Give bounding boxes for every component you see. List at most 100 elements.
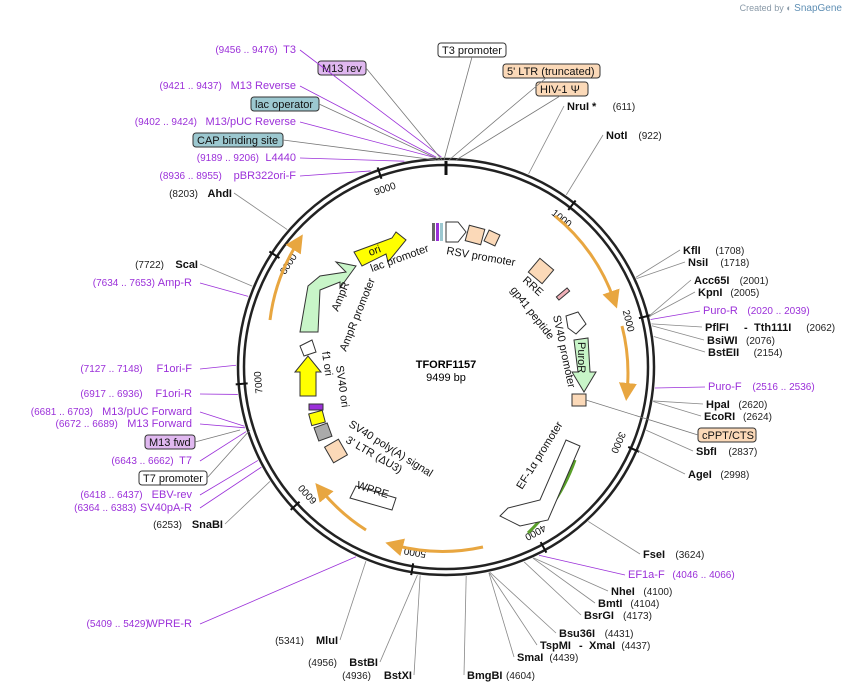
primer-pos: (2020 .. 2039): [747, 306, 809, 317]
enzyme-pos: (8203): [169, 189, 198, 200]
enzyme-kfli: KflI: [683, 245, 701, 257]
primer-puro-r: Puro-R: [703, 305, 738, 317]
primer-pos: (6917 .. 6936): [80, 389, 142, 400]
label-sv40-ori: SV40 ori: [333, 365, 351, 408]
enzyme-leader: [653, 400, 704, 405]
enzyme-leader: [651, 323, 703, 328]
enzyme-pos: (2624): [743, 412, 772, 423]
ampr-promoter-block: [299, 339, 317, 357]
text-cap-site: CAP binding site: [197, 135, 278, 147]
text-lac-operator: lac operator: [255, 99, 313, 111]
feature-leader: [318, 103, 441, 161]
enzyme-nsii: NsiI: [688, 257, 708, 269]
primer-pos: (9456 .. 9476): [215, 45, 277, 56]
credit-prefix: Created by: [739, 3, 784, 13]
primer-leader: [299, 157, 405, 162]
primer-leader: [299, 85, 437, 158]
enzyme-pos: (4604): [506, 671, 535, 682]
enzyme-pos: (4104): [630, 599, 659, 610]
text-hiv-psi: HIV-1 Ψ: [540, 84, 580, 96]
m13-block: [436, 223, 439, 241]
label-rsv-promoter: RSV promoter: [445, 245, 516, 269]
box-hiv-psi: [535, 81, 589, 97]
primer-ef1a-f: EF1a-F: [628, 569, 665, 581]
primer-leader: [299, 170, 371, 177]
primer-sv40pa-r: SV40pA-R: [140, 502, 192, 514]
primer-amp-r: Amp-R: [158, 277, 192, 289]
enzyme-smai: SmaI: [517, 652, 543, 664]
plasmid-name: TFORF1157: [416, 359, 477, 371]
enzyme-pos: (4100): [643, 587, 672, 598]
text-m13rev: M13 rev: [322, 63, 362, 75]
ampr-arrow: [299, 261, 357, 333]
enzyme-pos: (1708): [715, 246, 744, 257]
orf-arc-5: [268, 234, 303, 321]
primer-m13-puc-forward: M13/pUC Forward: [102, 406, 192, 418]
enzyme-leader: [523, 561, 582, 616]
rre-block: [527, 257, 555, 285]
ltr3-block: [323, 438, 349, 464]
tick-8000: [268, 250, 281, 259]
enzyme-bstxi: BstXI: [384, 670, 412, 682]
feature-leader: [443, 56, 473, 161]
cap-block: [432, 223, 435, 241]
feature-leader: [194, 429, 241, 443]
feature-leader: [585, 399, 699, 436]
ori-arrow: [353, 231, 407, 267]
primer-pos: (8936 .. 8955): [160, 171, 222, 182]
enzyme-pos: (4437): [621, 641, 650, 652]
enzyme-snabi: SnaBI: [192, 519, 223, 531]
enzyme-kpni: KpnI: [698, 287, 722, 299]
enzyme-leader: [646, 429, 694, 452]
enzyme-nrui-: NruI *: [567, 101, 597, 113]
orf-arc-2: [618, 325, 637, 401]
enzyme-fsei: FseI: [643, 549, 665, 561]
enzyme-ecori: EcoRI: [704, 411, 735, 423]
m13fwd-block: [308, 403, 324, 411]
enzyme-leader: [532, 557, 596, 604]
enzyme-leader: [488, 572, 515, 658]
tick-label-9000: 9000: [373, 181, 398, 199]
enzyme-leader: [233, 192, 288, 230]
primer-f1ori-f: F1ori-F: [157, 363, 193, 375]
primer-f1ori-r: F1ori-R: [155, 388, 192, 400]
puror-arrow: [571, 337, 597, 393]
label-ori: ori: [367, 243, 383, 258]
primer-pos: (2516 .. 2536): [752, 382, 814, 393]
enzyme-leader: [565, 134, 604, 196]
feature-leader: [448, 77, 547, 161]
enzyme-pos: (2062): [806, 323, 835, 334]
enzyme-pos: (5341): [275, 636, 304, 647]
snapgene-logo-icon: ◐: [786, 3, 792, 13]
orf-arc-3: [385, 538, 484, 557]
tick-1000: [567, 199, 577, 211]
primer-pos: (9421 .. 9437): [160, 81, 222, 92]
orf-arc-1: [554, 214, 620, 309]
enzyme-bsiwi: BsiWI: [707, 335, 738, 347]
label-f1-ori: f1 ori: [319, 351, 334, 377]
primer-pbr322ori-f: pBR322ori-F: [234, 170, 297, 182]
enzyme-leader: [638, 450, 686, 475]
feature-leader: [365, 67, 443, 161]
enzyme-leader: [533, 557, 609, 592]
primer-pos: (7634 .. 7653): [93, 278, 155, 289]
text-t7-promoter: T7 promoter: [143, 473, 203, 485]
backbone-outer: [236, 157, 656, 577]
enzyme-pos: (922): [638, 131, 661, 142]
primer-leader: [199, 282, 249, 297]
enzyme-leader: [379, 574, 418, 663]
enzyme-leader: [489, 572, 557, 634]
primer-m13-puc-reverse: M13/pUC Reverse: [206, 116, 296, 128]
primer-leader: [538, 554, 626, 576]
primer-leader: [199, 460, 259, 496]
wpre-block: [349, 485, 397, 511]
tick-3000: [627, 446, 640, 453]
enzyme-tspmi-sep: -: [579, 640, 583, 652]
primer-leader: [650, 310, 701, 320]
enzyme-leader: [651, 325, 705, 341]
tick-4000: [539, 541, 548, 554]
enzyme-bsrgi: BsrGI: [584, 610, 614, 622]
enzyme-leader: [413, 575, 421, 676]
enzyme-sbfi: SbfI: [696, 446, 717, 458]
enzyme-scai: ScaI: [175, 259, 198, 271]
